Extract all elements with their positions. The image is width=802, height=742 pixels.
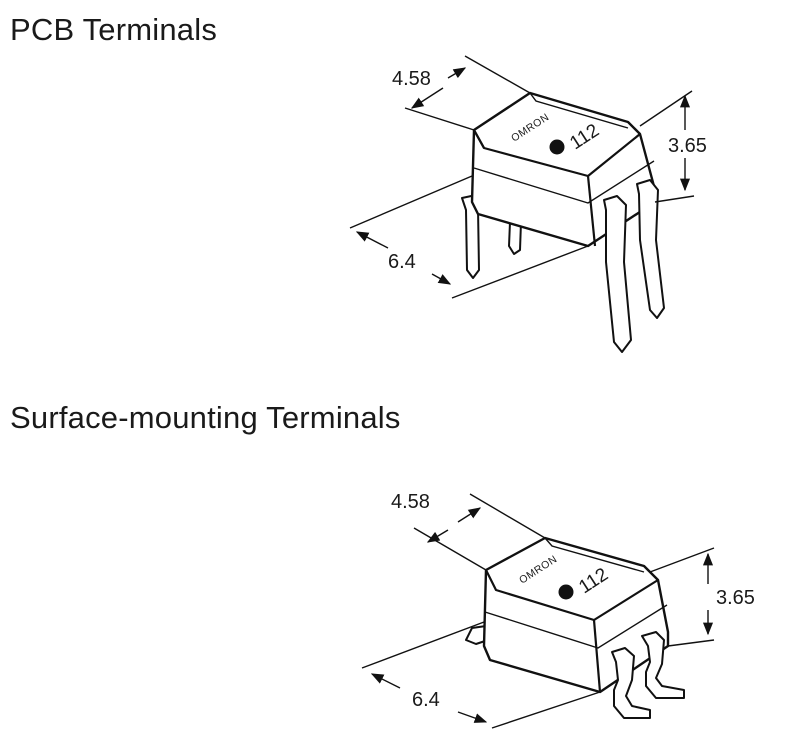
pcb-terminals-heading: PCB Terminals xyxy=(10,12,218,47)
smd-length-dimension: 6.4 xyxy=(412,689,440,711)
smd-height-dimension: 3.65 xyxy=(716,587,755,609)
pcb-length-dimension: 6.4 xyxy=(388,251,416,273)
smd-front-pin-right xyxy=(641,631,685,699)
pcb-front-pin-left xyxy=(603,195,632,353)
smd-package-drawing: OMRON 112 4.58 3.65 6.4 xyxy=(361,491,755,729)
smd-pin1-dot xyxy=(558,584,574,600)
pcb-pin1-dot xyxy=(549,139,565,155)
pcb-height-dimension: 3.65 xyxy=(668,135,707,157)
pcb-width-dimension: 4.58 xyxy=(392,68,431,90)
smd-width-dimension: 4.58 xyxy=(391,491,430,513)
smd-front-pin-left xyxy=(611,647,651,719)
smd-terminals-heading: Surface-mounting Terminals xyxy=(10,400,401,435)
pcb-front-pin-right xyxy=(636,179,665,319)
pcb-package-drawing: OMRON 112 4.58 3.65 6.4 xyxy=(349,55,707,353)
